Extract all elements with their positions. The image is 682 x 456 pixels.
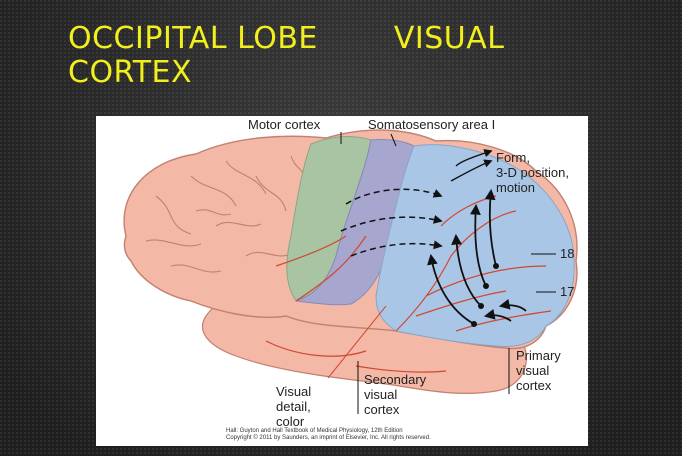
slide-title: OCCIPITAL LOBE VISUAL CORTEX — [68, 22, 668, 90]
form-pointer-2 — [450, 159, 493, 182]
label-visual-detail-color: Visual detail, color — [276, 384, 312, 429]
dashed-arrow-3 — [350, 240, 443, 257]
solid-arrow-4 — [484, 188, 497, 267]
brain-illustration — [123, 129, 578, 414]
gyri-lines — [145, 155, 309, 273]
form-pointer-1 — [455, 149, 493, 167]
title-occipital-lobe: OCCIPITAL LOBE — [68, 21, 318, 56]
dot — [471, 321, 477, 327]
leader-visual-detail — [327, 305, 387, 379]
label-motor-cortex: Motor cortex — [248, 117, 321, 132]
dashed-arrow-2 — [340, 214, 443, 232]
brain-figure: Motor cortex Somatosensory area I Form, … — [96, 116, 588, 446]
label-secondary-visual-cortex: Secondary visual cortex — [364, 372, 427, 417]
label-primary-visual-cortex: Primary visual cortex — [516, 348, 561, 393]
solid-arrow-3 — [470, 203, 487, 287]
dashed-arrow-1 — [345, 188, 443, 205]
label-area-18: 18 — [560, 246, 575, 261]
visual-region — [375, 144, 575, 347]
dot — [478, 303, 484, 309]
title-cortex: CORTEX — [68, 55, 193, 90]
figure-caption: Hall: Guyton and Hall Textbook of Medica… — [226, 428, 431, 441]
leader-somatosensory — [390, 133, 397, 147]
solid-arrow-6 — [498, 299, 527, 312]
solid-arrow-5 — [483, 309, 512, 322]
vessel-lines — [265, 195, 552, 373]
label-form-position-motion: Form, 3-D position, motion — [496, 150, 569, 195]
label-somatosensory: Somatosensory area I — [368, 117, 496, 132]
solid-arrow-2 — [451, 233, 482, 307]
dot — [493, 263, 499, 269]
solid-arrow-1 — [427, 253, 475, 325]
title-visual: VISUAL — [393, 21, 505, 56]
label-area-17: 17 — [560, 284, 575, 299]
dot — [483, 283, 489, 289]
